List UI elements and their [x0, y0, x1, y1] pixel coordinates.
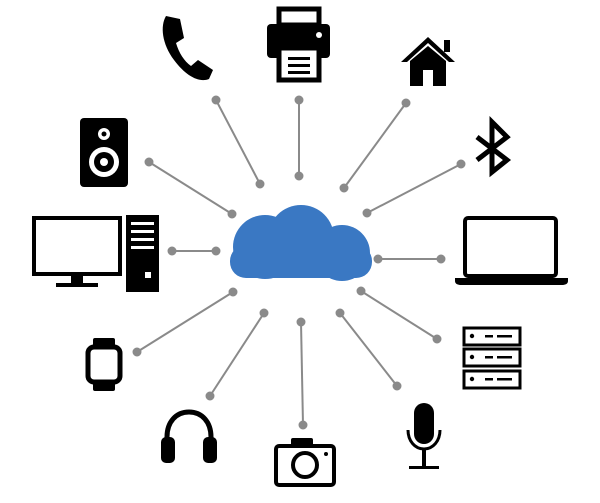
bluetooth-icon	[475, 115, 512, 178]
home-icon	[401, 37, 455, 86]
connector-speaker	[144, 157, 237, 219]
connector-phone	[211, 95, 265, 189]
headphones-icon	[161, 409, 217, 463]
connector-smartwatch	[132, 287, 238, 357]
printer-icon	[267, 6, 330, 83]
desktop-computer-icon	[32, 215, 159, 292]
connector-desktop-computer	[167, 246, 221, 256]
connector-headphones	[205, 308, 269, 401]
connector-camera	[296, 317, 308, 430]
speaker-icon	[80, 118, 128, 187]
connector-microphone	[335, 308, 402, 391]
microphone-icon	[406, 403, 442, 469]
connector-printer	[294, 95, 304, 181]
cloud-icon	[230, 205, 372, 281]
connector-home	[339, 98, 411, 193]
connector-bluetooth	[362, 159, 466, 218]
connector-server	[356, 286, 442, 344]
server-icon	[462, 326, 522, 390]
connectors	[132, 95, 466, 430]
laptop-icon	[455, 216, 568, 285]
connector-laptop	[373, 254, 446, 264]
camera-icon	[274, 438, 336, 487]
smartwatch-icon	[85, 338, 123, 391]
phone-icon	[162, 16, 213, 81]
